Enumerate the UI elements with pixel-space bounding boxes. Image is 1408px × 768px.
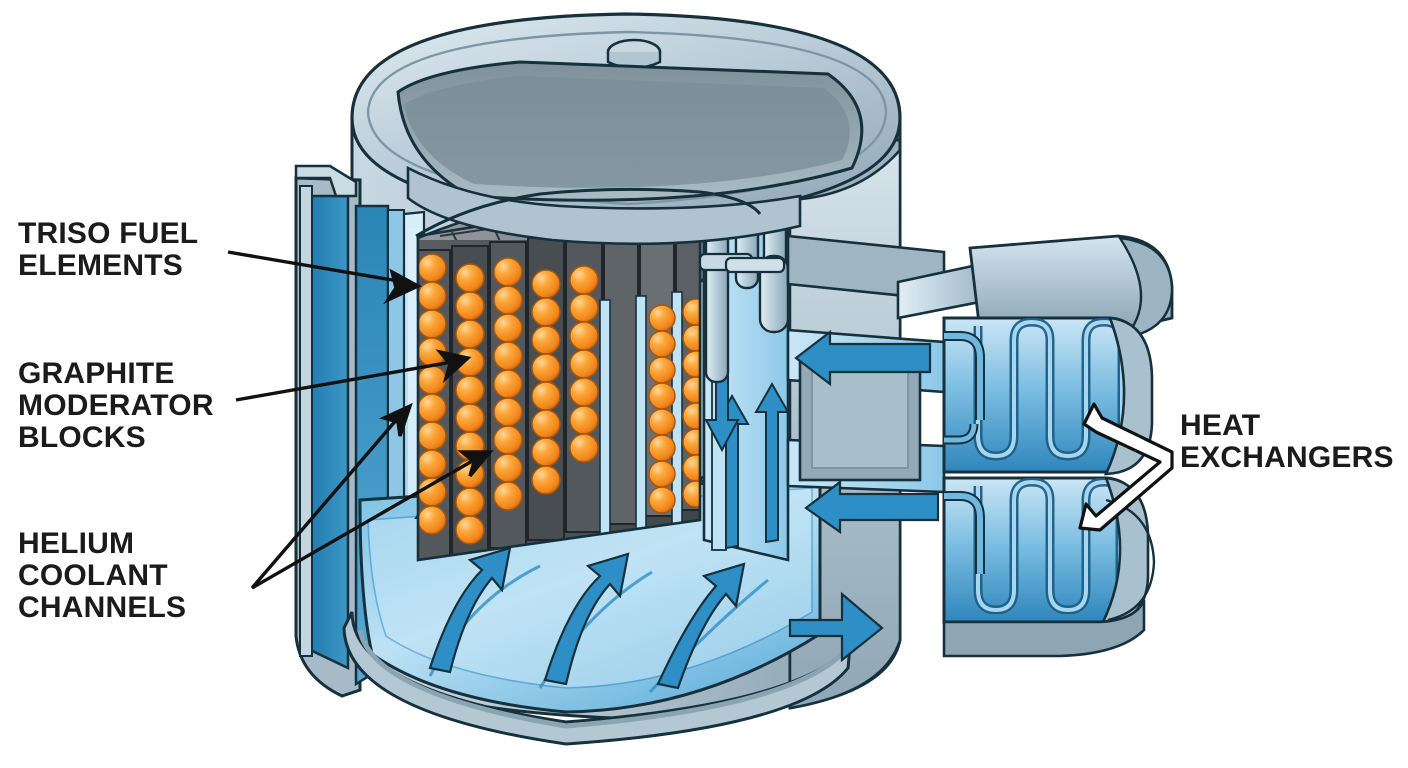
flow-arrow-up-3: [656, 562, 746, 690]
hx-outlet-arrow-group: [794, 329, 940, 535]
hx-lower-coils: [973, 478, 1125, 614]
heat-exchanger-upper: [942, 316, 1154, 476]
label-graphite-moderator-blocks: GRAPHITE MODERATOR BLOCKS: [18, 357, 214, 455]
cold-return-arrow: [788, 591, 884, 663]
reactor-vessel-head: [350, 12, 902, 246]
fuel-column-array: [418, 219, 700, 560]
coolant-flow-arrow-group: [428, 546, 746, 690]
triso-fuel-elements: [418, 253, 700, 545]
hx-upper-coils: [973, 318, 1127, 461]
flow-arrow-up-2: [543, 552, 630, 686]
leader-helium: [250, 402, 494, 590]
leader-triso: [227, 250, 405, 284]
label-triso-fuel-elements: TRISO FUEL ELEMENTS: [18, 217, 199, 283]
label-helium-coolant-channels: HELIUM COOLANT CHANNELS: [18, 527, 187, 625]
leader-graphite: [235, 360, 453, 402]
flow-arrow-up-1: [428, 546, 512, 674]
leader-heat-exchangers: [1078, 402, 1174, 532]
heat-exchanger-assembly: [896, 234, 1174, 658]
vessel-cutaway-wall: [294, 164, 405, 698]
leader-lines: [227, 250, 1174, 590]
label-heat-exchangers: HEAT EXCHANGERS: [1180, 409, 1394, 475]
